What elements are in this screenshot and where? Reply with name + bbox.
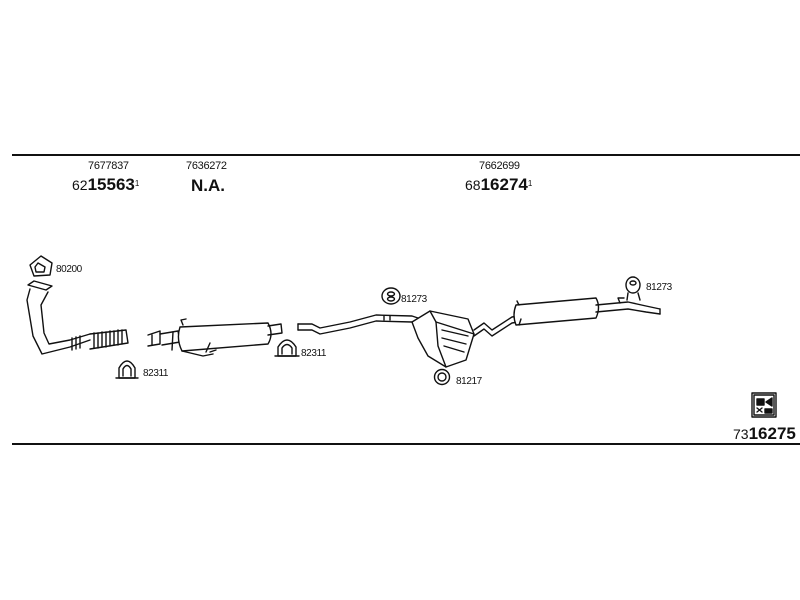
part-number-1: 62155631 [72,175,140,194]
part-bold-1: 15563 [87,175,135,194]
kit-prefix: 73 [733,426,749,442]
not-available: N.A. [191,176,225,195]
part-sup-1: 1 [134,179,140,188]
label-82311-left: 82311 [143,368,169,379]
label-81273-mid: 81273 [401,294,427,305]
label-80200: 80200 [56,264,82,275]
part-prefix-1: 62 [72,177,88,193]
kit-number: 7316275 [733,424,796,443]
kit-bold: 16275 [748,424,796,443]
gasket-80200-icon [29,255,53,277]
front-pipe-icon [26,280,129,355]
clamp-82311-right-icon [274,339,300,357]
part-prefix-3: 68 [465,177,481,193]
rear-silencer-icon [513,297,661,326]
hanger-81273-mid-icon [381,287,401,305]
part-sup-3: 1 [527,179,533,188]
bottom-rule [12,443,800,445]
ring-81217-icon [433,368,451,386]
front-silencer-icon [411,310,519,368]
middle-silencer-icon [147,318,283,357]
hanger-81273-right-icon [625,276,641,301]
top-rule [12,154,800,156]
ref-number-1: 7677837 [88,160,129,172]
ref-number-3: 7662699 [479,160,520,172]
intermediate-pipe-icon [297,314,425,335]
part-bold-3: 16274 [480,175,528,194]
label-81273-right: 81273 [646,282,672,293]
label-82311-right: 82311 [301,348,327,359]
clamp-82311-left-icon [115,360,139,379]
kit-box-icon [751,392,777,418]
ref-number-2: 7636272 [186,160,227,172]
label-81217: 81217 [456,376,482,387]
part-number-3: 68162741 [465,175,533,194]
